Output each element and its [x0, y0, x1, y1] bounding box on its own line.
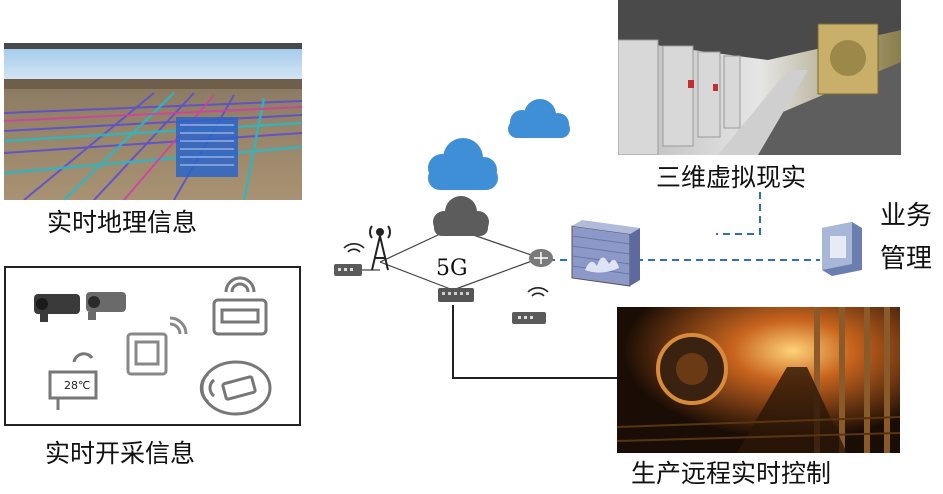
cell-tower-icon: [369, 225, 391, 271]
geo-info-label: 实时地理信息: [47, 208, 198, 237]
cloud-icon: [433, 196, 489, 236]
vr-label: 三维虚拟现实: [656, 163, 807, 192]
data-logger-icon: [212, 276, 268, 336]
production-mine-image: [617, 307, 900, 453]
switch-icon: [438, 288, 474, 302]
mining-devices-panel: 28℃: [4, 266, 301, 426]
tablet-icon: [126, 316, 188, 376]
switch-production-link: [452, 305, 617, 379]
vr-link: [716, 192, 761, 235]
geo-map-image: [4, 43, 302, 200]
temperature-reading: 28℃: [64, 379, 90, 392]
camera-icon: [34, 292, 126, 322]
wifi-device-icon: [334, 243, 365, 276]
router-icon: [529, 249, 553, 267]
cloud-icon: [428, 138, 498, 190]
business-management-label-line2: 管理: [880, 244, 933, 274]
server-icon: [822, 222, 862, 276]
wireless-node-icon: [199, 360, 272, 416]
mining-info-label: 实时开采信息: [45, 439, 196, 468]
cloud-icon: [508, 99, 570, 138]
vr-tunnel-image: [618, 0, 901, 155]
production-label: 生产远程实时控制: [631, 459, 832, 488]
thermometer-sensor-icon: 28℃: [48, 352, 98, 410]
network-5g-label: 5G: [436, 256, 468, 281]
wifi-device-icon: [512, 287, 549, 324]
firewall-icon: [571, 220, 640, 287]
business-management-label-line1: 业务: [880, 201, 933, 231]
